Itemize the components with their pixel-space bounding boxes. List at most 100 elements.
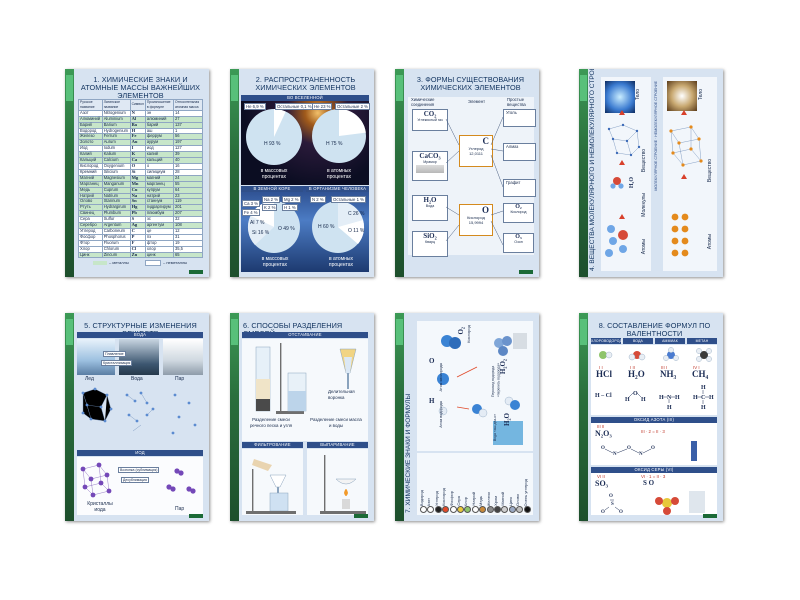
formula-ch4: CH₄ xyxy=(692,369,709,379)
label-h: H 1 % xyxy=(282,204,298,211)
formula-o2: O₂ xyxy=(457,327,465,335)
simple-coal: Уголь xyxy=(503,109,536,127)
poster-side-stripe xyxy=(579,69,588,277)
melting-arrow: Плавление xyxy=(103,351,126,357)
universe-pie-atom xyxy=(312,108,366,163)
simple-diamond: Алмаз xyxy=(503,143,536,161)
legend-swatch xyxy=(427,506,435,513)
formula-so3: SO₃ xyxy=(595,479,609,488)
svg-text:O: O xyxy=(651,446,655,451)
legend-label: Сера xyxy=(456,496,461,506)
label-s-o: S O xyxy=(643,479,655,487)
legend-label: Кислород xyxy=(441,488,447,506)
lattice-drawings xyxy=(605,110,703,257)
symbol-h: H xyxy=(429,397,435,405)
col-latin: Латинское название xyxy=(101,99,131,111)
svg-text:N: N xyxy=(639,452,643,457)
legend-item: Водород xyxy=(419,454,427,514)
legend-swatch xyxy=(516,506,524,513)
label-water: Вода xyxy=(131,376,143,382)
water-structures xyxy=(81,387,197,435)
legend-nonmetals: – неметаллы xyxy=(145,260,187,266)
formula-hcl: HCl xyxy=(596,369,613,379)
element-carbon: C Углерод 12,0111 xyxy=(459,135,493,167)
section-crust: В ЗЕМНОЙ КОРЕ xyxy=(241,186,303,192)
poster-title: 8. СОСТАВЛЕНИЕ ФОРМУЛ ПО ВАЛЕНТНОСТИ xyxy=(598,321,711,339)
poster-molecular-structure[interactable]: 4. ВЕЩЕСТВА МОЛЕКУЛЯРНОГО И НЕМОЛЕКУЛЯРН… xyxy=(579,69,723,277)
caption-mass: в массовых процентах xyxy=(260,168,288,180)
col-water: ВОДА xyxy=(623,338,653,344)
poster-forms-of-elements[interactable]: 3. ФОРМЫ СУЩЕСТВОВАНИЯ ХИМИЧЕСКИХ ЭЛЕМЕН… xyxy=(395,69,539,277)
label-si: Si 16 % xyxy=(252,230,270,236)
elements-table: Русское название Латинское название Симв… xyxy=(78,99,204,259)
legend-label: Хлор xyxy=(463,496,469,507)
svg-text:H: H xyxy=(641,397,646,403)
compound-sio2: SiO₂ Кварц xyxy=(412,231,448,257)
label-water: Вода «аш-два-о» xyxy=(493,413,497,441)
legend-item: Кислород xyxy=(441,454,450,514)
col-hcl: ХЛОРОВОДОРОД xyxy=(591,338,623,344)
svg-text:O: O xyxy=(619,510,623,515)
label-o: O 49 % xyxy=(278,226,295,232)
svg-text:O: O xyxy=(609,494,613,499)
valence-h2o: I II xyxy=(630,365,635,370)
iodine-structures xyxy=(80,462,196,498)
legend-swatch xyxy=(523,506,531,513)
caption-atom: в атомных процентах xyxy=(326,168,352,180)
cell-latin: Zincum xyxy=(101,251,131,259)
svg-text:H: H xyxy=(659,395,664,401)
label-na: Na 2 % xyxy=(262,196,281,203)
svg-text:C: C xyxy=(701,395,705,401)
poster-side-stripe xyxy=(395,69,404,277)
universe-pie-mass xyxy=(246,109,302,165)
cell-pronunciation: цинк xyxy=(144,251,174,259)
poster-footer xyxy=(517,270,533,274)
label-k: K 2 % xyxy=(262,204,278,211)
poster-abundance[interactable]: 2. РАСПРОСТРАНЕННОСТЬ ХИМИЧЕСКИХ ЭЛЕМЕНТ… xyxy=(230,69,374,277)
label-iodine-crystals: Кристаллы иода xyxy=(87,501,113,513)
poster-valence[interactable]: 8. СОСТАВЛЕНИЕ ФОРМУЛ ПО ВАЛЕНТНОСТИ ХЛО… xyxy=(579,313,723,521)
legend-swatch xyxy=(457,506,464,513)
poster-side-stripe xyxy=(230,313,239,521)
label-he: He 23 % xyxy=(312,103,333,110)
legend-item: Фосфор xyxy=(449,454,457,514)
label-other: Остальные 1 % xyxy=(331,196,366,203)
svg-text:O: O xyxy=(633,391,638,397)
label-oxygen-name: Кислород xyxy=(466,325,471,343)
label-other: Остальные 2 % xyxy=(335,103,370,110)
poster-signs-formulas[interactable]: 7. ХИМИЧЕСКИЕ ЗНАКИ И ФОРМУЛЫ O₂ H₂O₂ H₂… xyxy=(395,313,539,521)
svg-text:H: H xyxy=(701,405,706,411)
legend-label: Хром xyxy=(493,496,498,506)
svg-text:S: S xyxy=(611,502,614,507)
poster-footer xyxy=(187,514,203,518)
legend-label: Железо xyxy=(485,491,491,506)
svg-text:O: O xyxy=(627,446,631,451)
valence-so3: VI II xyxy=(597,474,605,479)
label-atoms: Атомы xyxy=(707,234,713,250)
legend-item: Азот xyxy=(426,454,435,514)
legend-panel xyxy=(417,453,533,515)
legend-swatch xyxy=(508,506,516,513)
legend-label: Медь xyxy=(478,496,484,506)
valence-nh3: III I xyxy=(661,365,668,370)
section-universe: ВО ВСЕЛЕННОЙ xyxy=(241,95,369,101)
label-atoms: Атомы xyxy=(641,239,647,255)
label-al: Al 7 % xyxy=(250,220,265,226)
crystallization-arrow: Кристаллизация xyxy=(101,360,133,366)
filtration-evaporation xyxy=(242,449,368,515)
label-o: O 11 % xyxy=(348,228,365,234)
poster-separation[interactable]: 6. СПОСОБЫ РАЗДЕЛЕНИЯ СМЕСЕЙ ОТСТАИВАНИЕ… xyxy=(230,313,374,521)
poster-chemical-symbols[interactable]: 1. ХИМИЧЕСКИЕ ЗНАКИ И АТОМНЫЕ МАССЫ ВАЖН… xyxy=(65,69,209,277)
legend-item: Сера xyxy=(456,454,464,514)
formula-h2o: H₂O xyxy=(629,177,635,189)
ice-photo xyxy=(605,81,635,113)
poster-structural-changes[interactable]: 5. СТРУКТУРНЫЕ ИЗМЕНЕНИЯ ВЕЩЕСТВ ВОДА Пл… xyxy=(65,313,209,521)
legend-label: Олово xyxy=(515,494,521,506)
formula-n2o3: N₂O₃ xyxy=(595,429,612,438)
element-oxygen: O Кислород 15,9994 xyxy=(459,204,493,236)
